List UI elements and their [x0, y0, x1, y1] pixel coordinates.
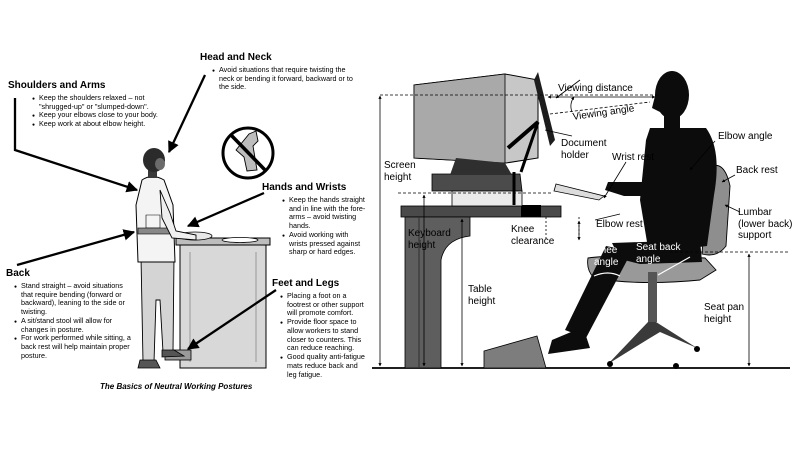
footrest — [483, 335, 547, 369]
list-item: A sit/stand stool will allow for changes… — [14, 316, 132, 335]
viewing-distance-label: Viewing distance — [558, 83, 633, 94]
head-neck-list: Avoid situations that require twisting t… — [212, 65, 360, 92]
list-item: Stand straight – avoid situations that r… — [14, 281, 132, 317]
back-block: Back Stand straight – avoid situations t… — [6, 268, 132, 361]
feet-legs-list: Placing a foot on a footrest or other su… — [280, 291, 368, 380]
shoulders-arms-title: Shoulders and Arms — [8, 80, 106, 91]
document-holder — [506, 72, 555, 205]
standing-worker-illustration — [135, 148, 271, 369]
list-item: Avoid working with wrists pressed agains… — [282, 230, 368, 257]
diagram-caption: The Basics of Neutral Working Postures — [100, 382, 253, 391]
no-bent-wrist-icon — [221, 126, 275, 180]
keyboard — [553, 183, 605, 201]
seat-pan-height-label: Seat pan height — [704, 302, 745, 325]
back-rest-label: Back rest — [736, 165, 778, 176]
screen-height-label: Screen height — [384, 160, 416, 183]
hands-wrists-list: Keep the hands straight and in line with… — [282, 195, 368, 257]
knee-angle-label: Knee angle — [594, 245, 619, 268]
feet-legs-title: Feet and Legs — [272, 278, 340, 289]
list-item: Keep work at about elbow height. — [32, 119, 176, 130]
list-item: Placing a foot on a footrest or other su… — [280, 291, 368, 318]
feet-legs-block: Feet and Legs Placing a foot on a footre… — [272, 278, 368, 380]
document-holder-label: Document holder — [561, 138, 607, 161]
back-list: Stand straight – avoid situations that r… — [14, 281, 132, 361]
head-neck-block: Head and Neck Avoid situations that requ… — [200, 52, 360, 92]
shoulders-arms-list: Keep the shoulders relaxed – not "shrugg… — [32, 93, 176, 130]
list-item: Keep the shoulders relaxed – not "shrugg… — [32, 93, 176, 112]
hands-wrists-title: Hands and Wrists — [262, 182, 347, 193]
lumbar-support-label: Lumbar (lower back) support — [738, 207, 793, 241]
list-item: Keep your elbows close to your body. — [32, 111, 176, 122]
seat-back-angle-mark — [657, 256, 691, 276]
hands-wrists-block: Hands and Wrists Keep the hands straight… — [262, 182, 368, 257]
list-item: Avoid situations that require twisting t… — [212, 65, 360, 92]
knee-angle-arc — [593, 272, 621, 277]
desk — [400, 205, 562, 369]
table-height-label: Table height — [468, 284, 496, 307]
head-neck-title: Head and Neck — [200, 52, 272, 63]
seated-worker-silhouette — [548, 71, 717, 354]
elbow-rest-label: Elbow rest — [596, 219, 643, 230]
dimension-lines — [378, 79, 790, 367]
seat-back-angle-label: Seat back angle — [636, 242, 681, 265]
wrist-rest-label: Wrist rest — [612, 152, 655, 163]
back-title: Back — [6, 268, 30, 279]
list-item: Keep the hands straight and in line with… — [282, 195, 368, 231]
shoulders-arms-block: Shoulders and Arms Keep the shoulders re… — [8, 80, 176, 130]
keyboard-height-label: Keyboard height — [408, 228, 451, 251]
left-callout-arrows — [13, 74, 277, 350]
list-item: Provide floor space to allow workers to … — [280, 317, 368, 353]
list-item: For work performed while sitting, a back… — [14, 334, 132, 360]
list-item: Good quality anti-fatigue mats reduce ba… — [280, 352, 368, 379]
elbow-angle-label: Elbow angle — [718, 131, 773, 142]
computer-monitor — [413, 73, 539, 207]
knee-clearance-label: Knee clearance — [511, 224, 555, 247]
